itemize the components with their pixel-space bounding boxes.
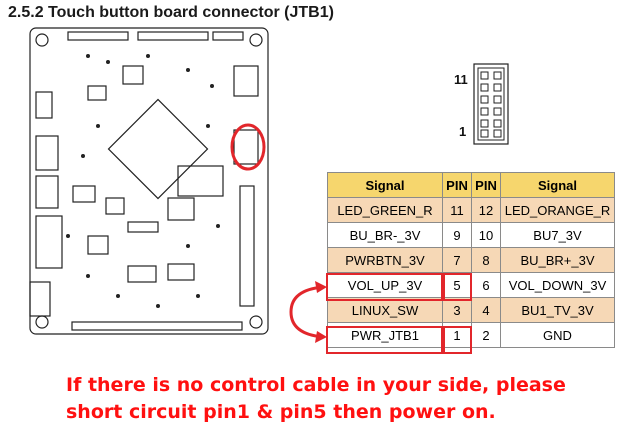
table-row: BU_BR-_3V 9 10 BU7_3V (327, 222, 615, 248)
pin-cell: 7 (442, 247, 472, 273)
table-row: PWRBTN_3V 7 8 BU_BR+_3V (327, 247, 615, 273)
pin-cell: 12 (471, 197, 501, 223)
highlight-pin5 (443, 273, 472, 301)
header-signal-left: Signal (327, 172, 443, 198)
signal-cell: VOL_DOWN_3V (500, 272, 615, 298)
signal-cell: BU7_3V (500, 222, 615, 248)
pin-cell: 3 (442, 297, 472, 323)
signal-cell: LED_GREEN_R (327, 197, 443, 223)
pin-cell: 11 (442, 197, 472, 223)
table-row: LED_GREEN_R 11 12 LED_ORANGE_R (327, 197, 615, 223)
table-header-row: Signal PIN PIN Signal (327, 172, 615, 198)
pin-cell: 2 (471, 322, 501, 348)
signal-cell: GND (500, 322, 615, 348)
pin-cell: 6 (471, 272, 501, 298)
instruction-note: If there is no control cable in your sid… (66, 372, 636, 426)
signal-cell: BU_BR+_3V (500, 247, 615, 273)
connector-diagram (473, 63, 509, 145)
highlight-vol-up-signal (326, 273, 443, 301)
section-heading: 2.5.2 Touch button board connector (JTB1… (8, 4, 334, 21)
signal-cell: LED_ORANGE_R (500, 197, 615, 223)
pin-cell: 4 (471, 297, 501, 323)
connector-location-circle (230, 123, 266, 171)
highlight-pin1 (443, 326, 472, 354)
pin-cell: 10 (471, 222, 501, 248)
signal-cell: BU1_TV_3V (500, 297, 615, 323)
signal-cell: PWRBTN_3V (327, 247, 443, 273)
pin-table: Signal PIN PIN Signal LED_GREEN_R 11 12 … (327, 172, 615, 348)
signal-cell: LINUX_SW (327, 297, 443, 323)
connector-pin-top-label: 11 (454, 72, 468, 87)
double-arrow-icon (289, 281, 327, 343)
note-line-2: short circuit pin1 & pin5 then power on. (66, 401, 496, 423)
connector-pin-bottom-label: 1 (459, 124, 467, 139)
header-pin-left: PIN (442, 172, 472, 198)
pin-cell: 5 (442, 272, 472, 298)
pin-cell: 9 (442, 222, 472, 248)
table-row: LINUX_SW 3 4 BU1_TV_3V (327, 297, 615, 323)
note-line-1: If there is no control cable in your sid… (66, 374, 566, 396)
table-row: PWR_JTB1 1 2 GND (327, 322, 615, 348)
pin-cell: 8 (471, 247, 501, 273)
header-signal-right: Signal (500, 172, 615, 198)
signal-cell: BU_BR-_3V (327, 222, 443, 248)
highlight-pwr-signal (326, 326, 443, 354)
board-drawing (29, 27, 269, 335)
header-pin-right: PIN (471, 172, 501, 198)
